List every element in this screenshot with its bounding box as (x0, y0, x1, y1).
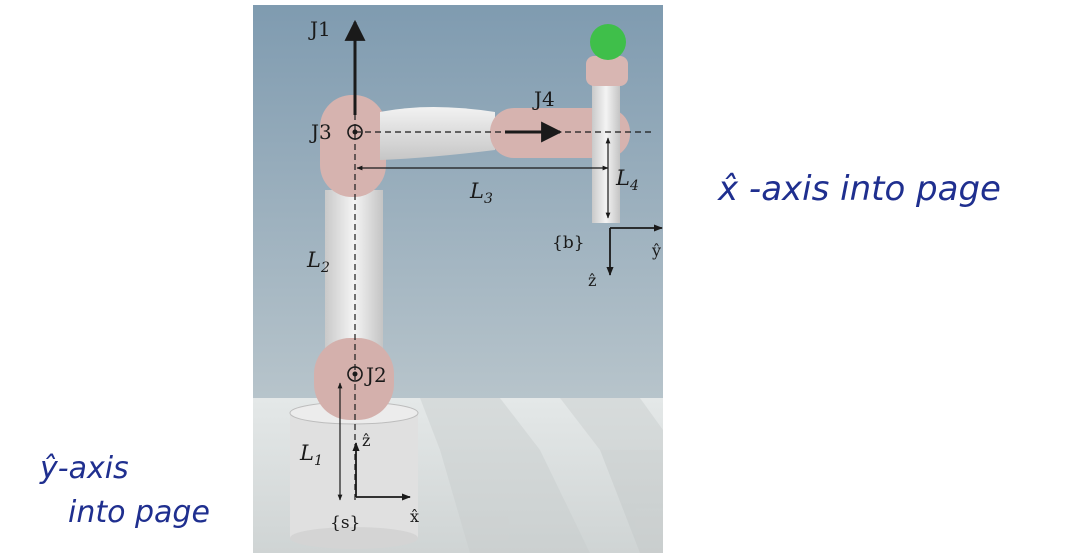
x-axis-note: x̂ -axis into page (717, 169, 1001, 209)
render-scene (253, 5, 663, 553)
l4-label: L4 (615, 166, 639, 194)
body-frame-z-label: ẑ (588, 271, 596, 290)
body-frame-label: {b} (552, 233, 585, 253)
space-frame-x-label: x̂ (410, 507, 419, 526)
j2-axis-symbol (347, 366, 363, 382)
body-frame-y-label: ŷ (651, 241, 661, 260)
j1-label: J1 (308, 17, 331, 41)
j3-housing (320, 95, 386, 197)
l2-label: L2 (306, 248, 330, 276)
j2-label: J2 (364, 363, 387, 387)
forearm-tube (380, 107, 495, 160)
body-frame: {b} ŷ ẑ (552, 224, 663, 290)
floor-tiles (420, 398, 663, 553)
l3-label: L3 (469, 179, 493, 207)
wrist-tube (592, 78, 620, 223)
j3-label: J3 (309, 120, 332, 144)
j2-housing (314, 338, 394, 420)
space-frame-z-label: ẑ (362, 431, 370, 450)
end-effector-ball (590, 24, 626, 60)
space-frame: {s} x̂ ẑ (330, 431, 419, 533)
y-axis-note-line2: into page (68, 495, 210, 530)
wrist-bracket (586, 56, 628, 86)
space-frame-label: {s} (330, 513, 360, 533)
j3-axis-symbol (347, 124, 363, 140)
upper-arm-tube (325, 190, 383, 355)
base-cylinder (289, 401, 419, 549)
y-axis-note-line1: ŷ-axis (39, 451, 129, 486)
j4-label: J4 (532, 87, 555, 111)
l1-label: L1 (299, 441, 323, 469)
